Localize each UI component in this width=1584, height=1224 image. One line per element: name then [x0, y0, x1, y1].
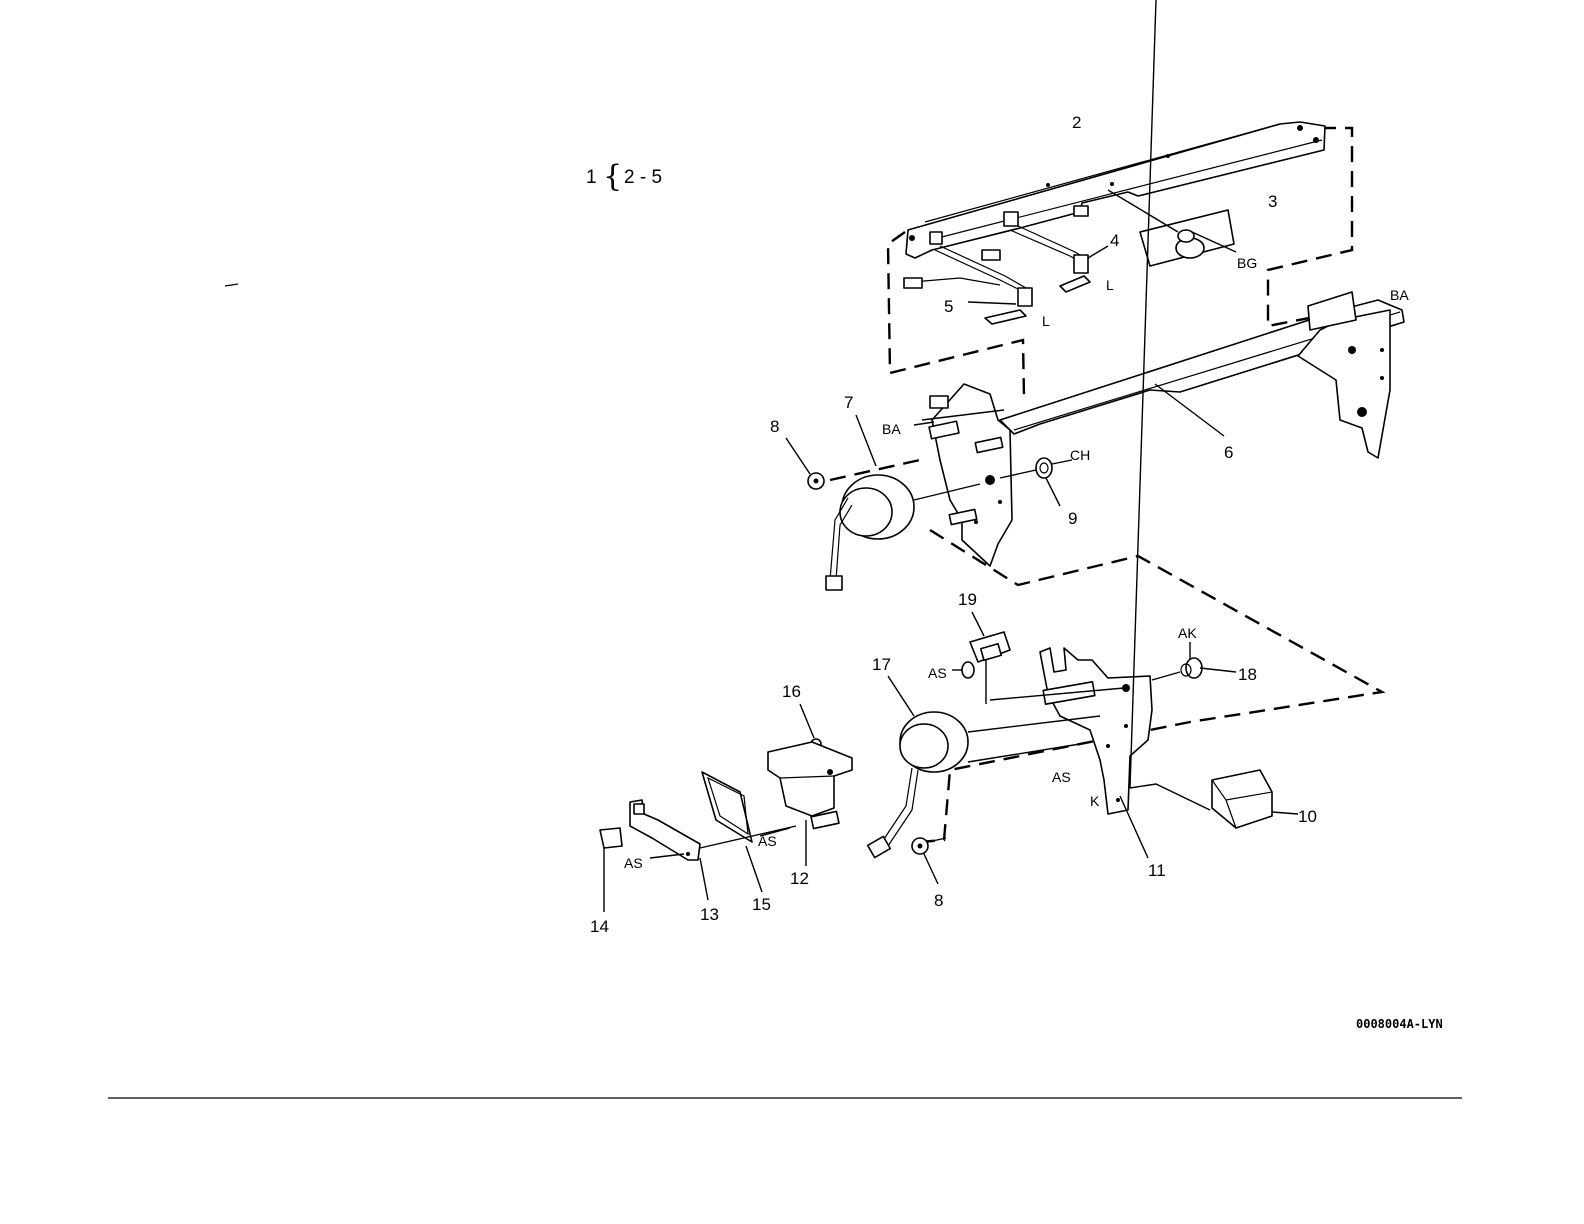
code-l-lower: L [1042, 313, 1050, 329]
part-12-bracket [768, 742, 852, 866]
code-as-bracket: AS [624, 855, 643, 871]
part-8-screw-lower [912, 838, 946, 884]
code-k: K [1090, 793, 1100, 809]
part-11-lower-side-plate [986, 648, 1152, 858]
drawing-id: 0008004A-LYN [1356, 1017, 1443, 1031]
part-10-relay-block [1130, 0, 1298, 828]
callout-11: 11 [1148, 861, 1166, 880]
callout-14: 14 [590, 917, 609, 936]
callout-3: 3 [1268, 192, 1277, 211]
part-3-switch-bracket [1108, 190, 1236, 266]
code-ba-left: BA [882, 421, 901, 437]
callout-13: 13 [700, 905, 719, 924]
code-as-plate: AS [1052, 769, 1071, 785]
callout-2: 2 [1072, 113, 1081, 132]
part-6-lower-rail [1000, 292, 1404, 458]
callout-7: 7 [844, 393, 853, 412]
code-ch: CH [1070, 447, 1090, 463]
part-7-left-side-plate [914, 384, 1012, 566]
callout-8-upper: 8 [770, 417, 779, 436]
code-as-connector: AS [928, 665, 947, 681]
code-l-upper: L [1106, 277, 1114, 293]
code-bg: BG [1237, 255, 1257, 271]
callout-18: 18 [1238, 665, 1257, 684]
callout-4: 4 [1110, 231, 1119, 250]
callout-17: 17 [872, 655, 891, 674]
callout-9: 9 [1068, 509, 1077, 528]
part-13-mounting-bracket [630, 800, 796, 900]
code-as-board: AS [758, 833, 777, 849]
part-5-sensor-harness [214, 0, 1032, 324]
callout-8-lower: 8 [934, 891, 943, 910]
part-19-connector [952, 612, 1010, 678]
part-15-pwb-board [702, 772, 790, 892]
part-18-gear [1152, 642, 1236, 680]
code-ba-right: BA [1390, 287, 1409, 303]
callout-16: 16 [782, 682, 801, 701]
code-ak: AK [1178, 625, 1197, 641]
callout-10: 10 [1298, 807, 1317, 826]
callout-6: 6 [1224, 443, 1233, 462]
callout-5: 5 [944, 297, 953, 316]
part-14-clip [600, 828, 622, 912]
callout-15: 15 [752, 895, 771, 914]
callout-19: 19 [958, 590, 977, 609]
callout-12: 12 [790, 869, 809, 888]
part-8-screw-upper [786, 438, 824, 489]
assembly-number: 1 [586, 167, 597, 188]
assembly-brace: { [603, 159, 622, 194]
assembly-item-range: 2 - 5 [624, 167, 662, 188]
